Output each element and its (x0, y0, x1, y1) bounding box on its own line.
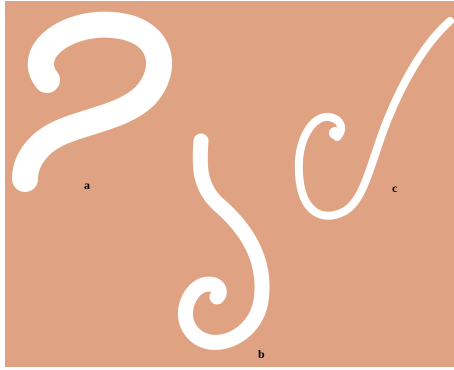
label-b: b (258, 347, 265, 361)
specimen-c-head (329, 127, 341, 139)
curved-specimens-figure: a b c (5, 1, 454, 367)
label-c: c (392, 181, 398, 195)
label-a: a (84, 178, 90, 192)
figure-background (5, 1, 454, 367)
